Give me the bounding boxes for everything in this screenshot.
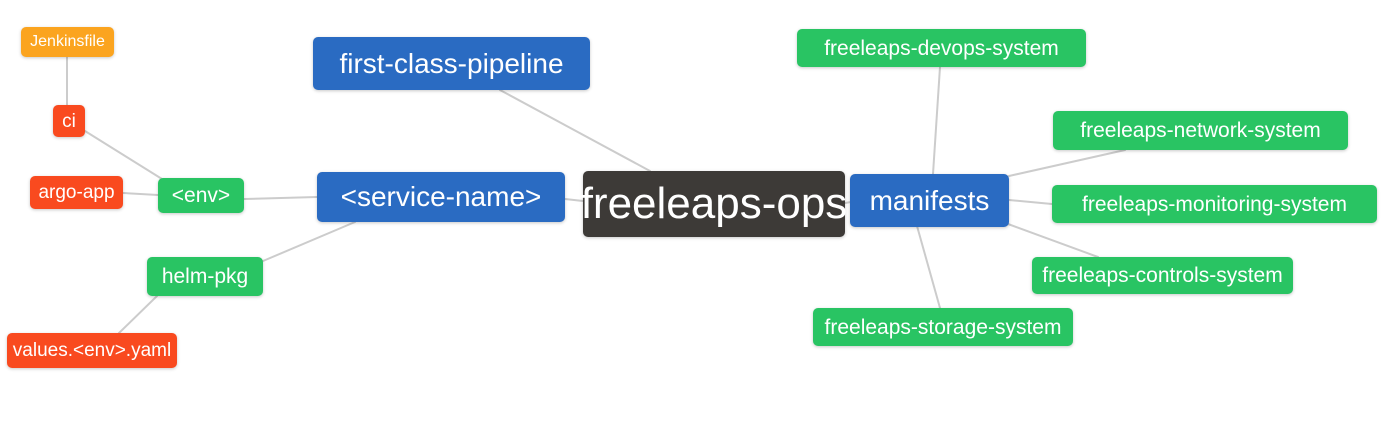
node-freeleaps-network-system[interactable]: freeleaps-network-system [1053, 111, 1348, 150]
edge-line [499, 89, 651, 172]
edge-line [1008, 199, 1053, 205]
node-env[interactable]: <env> [158, 178, 244, 213]
node-ci[interactable]: ci [53, 105, 85, 137]
node-values-env-yaml[interactable]: values.<env>.yaml [7, 333, 177, 368]
edge-line [564, 198, 584, 202]
node-argo-app[interactable]: argo-app [30, 176, 123, 209]
node-freeleaps-storage-system[interactable]: freeleaps-storage-system [813, 308, 1073, 346]
edge-line [262, 221, 356, 262]
node-freeleaps-monitoring-system[interactable]: freeleaps-monitoring-system [1052, 185, 1377, 223]
node-jenkinsfile[interactable]: Jenkinsfile [21, 27, 114, 57]
edge-line [916, 225, 941, 309]
edge-line [932, 66, 941, 175]
edge-line [1007, 223, 1099, 258]
node-first-class-pipeline[interactable]: first-class-pipeline [313, 37, 590, 90]
node-freeleaps-controls-system[interactable]: freeleaps-controls-system [1032, 257, 1293, 294]
node-freeleaps-ops-root[interactable]: freeleaps-ops [581, 171, 847, 237]
edge-line [84, 130, 163, 180]
edge-line [243, 196, 318, 200]
edge-line [122, 192, 159, 196]
edge-line [118, 295, 158, 334]
edge-line [1008, 149, 1126, 177]
node-manifests[interactable]: manifests [850, 174, 1009, 227]
node-helm-pkg[interactable]: helm-pkg [147, 257, 263, 296]
node-freeleaps-devops-system[interactable]: freeleaps-devops-system [797, 29, 1086, 67]
node-service-name[interactable]: <service-name> [317, 172, 565, 222]
